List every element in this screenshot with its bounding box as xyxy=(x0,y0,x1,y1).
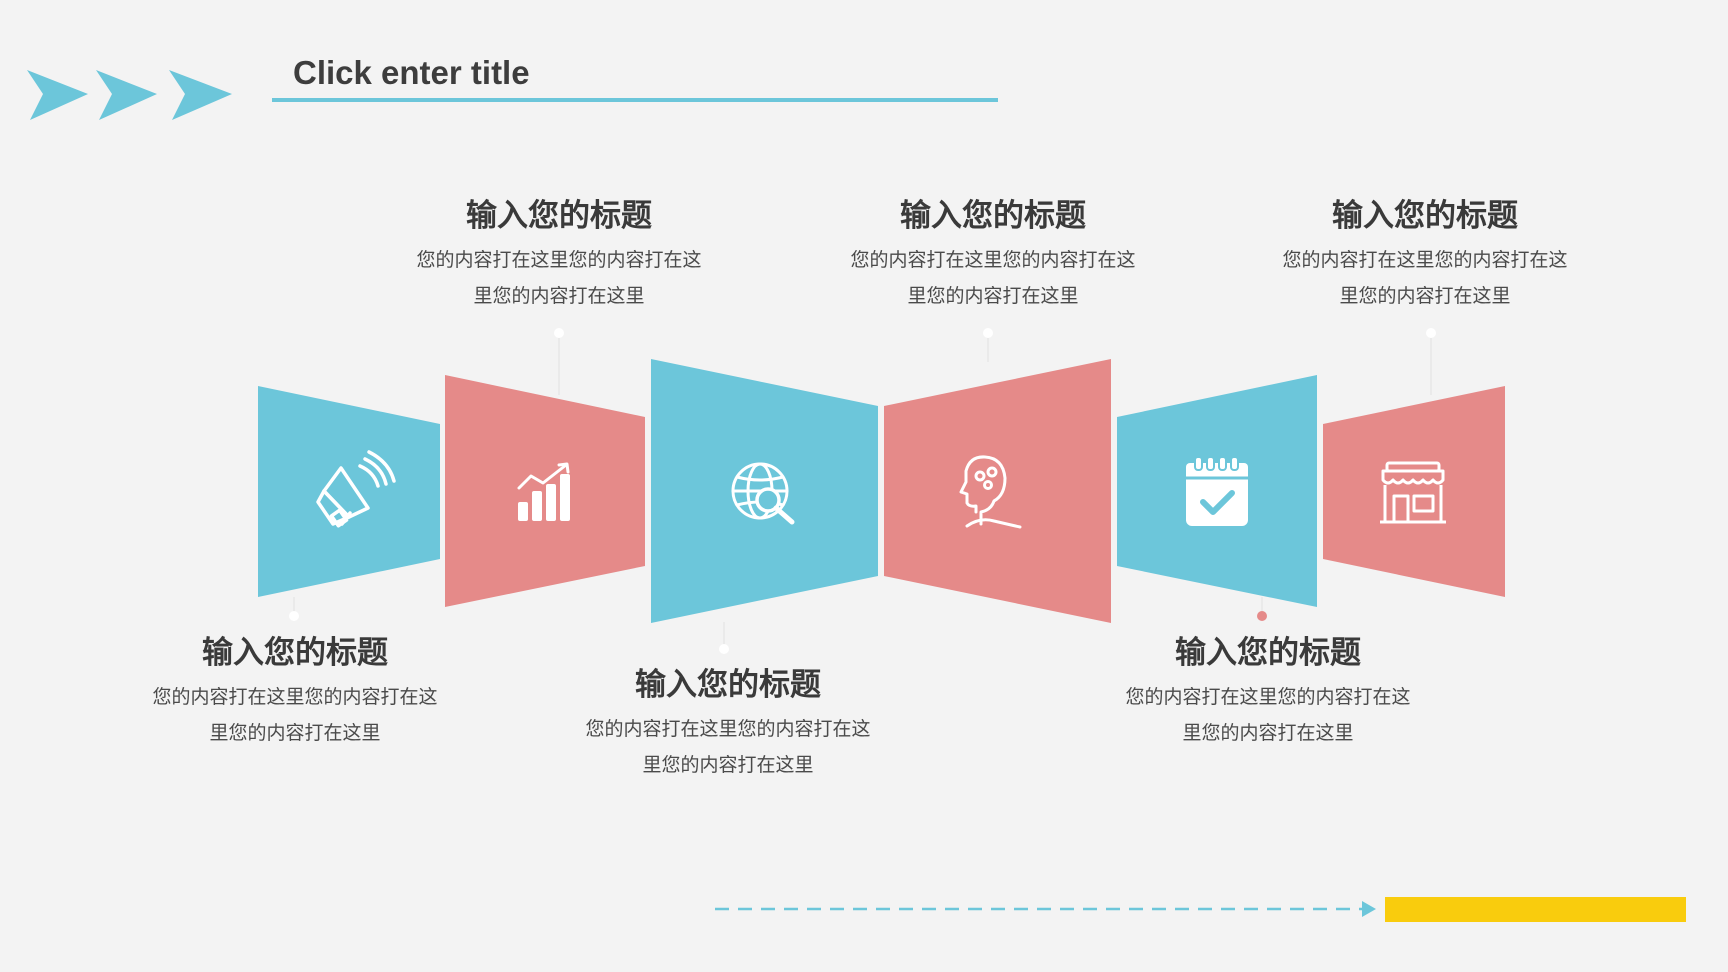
step-title: 输入您的标题 xyxy=(466,198,652,234)
panel xyxy=(258,386,440,597)
step-description: 您的内容打在这里您的内容打在这 里您的内容打在这里 xyxy=(823,242,1163,314)
calendar-check-icon xyxy=(1186,456,1248,526)
page-title: Click enter title xyxy=(293,54,530,91)
panel xyxy=(1323,386,1505,597)
step-description-line: 里您的内容打在这里 xyxy=(473,285,645,307)
step-title: 输入您的标题 xyxy=(635,667,821,703)
storefront-icon xyxy=(1380,461,1446,524)
megaphone-icon xyxy=(316,450,396,528)
bar-chart-icon xyxy=(517,462,570,521)
chevron-arrow-icon xyxy=(169,70,232,120)
step-title: 输入您的标题 xyxy=(900,198,1086,234)
connector-dot xyxy=(1426,328,1436,338)
step-title: 输入您的标题 xyxy=(202,635,388,671)
step-1: 输入您的标题 您的内容打在这里您的内容打在这 里您的内容打在这里 xyxy=(125,633,465,751)
step-2: 输入您的标题 您的内容打在这里您的内容打在这 里您的内容打在这里 xyxy=(389,196,729,314)
step-description: 您的内容打在这里您的内容打在这 里您的内容打在这里 xyxy=(1098,679,1438,751)
step-description-line: 您的内容打在这里您的内容打在这 xyxy=(1282,249,1568,271)
step-description-line: 您的内容打在这里您的内容打在这 xyxy=(585,718,871,740)
step-description: 您的内容打在这里您的内容打在这 里您的内容打在这里 xyxy=(389,242,729,314)
step-title: 输入您的标题 xyxy=(1175,635,1361,671)
step-5: 输入您的标题 您的内容打在这里您的内容打在这 里您的内容打在这里 xyxy=(1098,633,1438,751)
panels xyxy=(258,359,1505,623)
step-description-line: 您的内容打在这里您的内容打在这 xyxy=(1125,686,1411,708)
connector-dots xyxy=(289,328,1436,654)
head-gears-icon xyxy=(959,455,1022,529)
step-description-line: 您的内容打在这里您的内容打在这 xyxy=(850,249,1136,271)
step-description-line: 里您的内容打在这里 xyxy=(907,285,1079,307)
step-description: 您的内容打在这里您的内容打在这 里您的内容打在这里 xyxy=(1255,242,1595,314)
yellow-accent-bar xyxy=(1385,897,1686,922)
header-arrows xyxy=(27,70,232,120)
globe-search-icon xyxy=(731,462,795,525)
panel xyxy=(445,375,645,607)
step-description-line: 里您的内容打在这里 xyxy=(1182,722,1354,744)
step-description: 您的内容打在这里您的内容打在这 里您的内容打在这里 xyxy=(125,679,465,751)
step-description-line: 里您的内容打在这里 xyxy=(209,722,381,744)
connector-dot xyxy=(719,644,729,654)
chevron-arrow-icon xyxy=(96,70,157,120)
connector-dot xyxy=(554,328,564,338)
step-description-line: 您的内容打在这里您的内容打在这 xyxy=(416,249,702,271)
connector-dot xyxy=(289,611,299,621)
step-6: 输入您的标题 您的内容打在这里您的内容打在这 里您的内容打在这里 xyxy=(1255,196,1595,314)
step-description-line: 里您的内容打在这里 xyxy=(642,754,814,776)
step-description-line: 您的内容打在这里您的内容打在这 xyxy=(152,686,438,708)
step-3: 输入您的标题 您的内容打在这里您的内容打在这 里您的内容打在这里 xyxy=(558,665,898,783)
step-description-line: 里您的内容打在这里 xyxy=(1339,285,1511,307)
arrow-head-icon xyxy=(1362,901,1376,917)
step-title: 输入您的标题 xyxy=(1332,198,1518,234)
chevron-arrow-icon xyxy=(27,70,88,120)
step-4: 输入您的标题 您的内容打在这里您的内容打在这 里您的内容打在这里 xyxy=(823,196,1163,314)
connector-dot xyxy=(983,328,993,338)
connector-dot xyxy=(1257,611,1267,621)
panel xyxy=(884,359,1111,623)
step-description: 您的内容打在这里您的内容打在这 里您的内容打在这里 xyxy=(558,711,898,783)
